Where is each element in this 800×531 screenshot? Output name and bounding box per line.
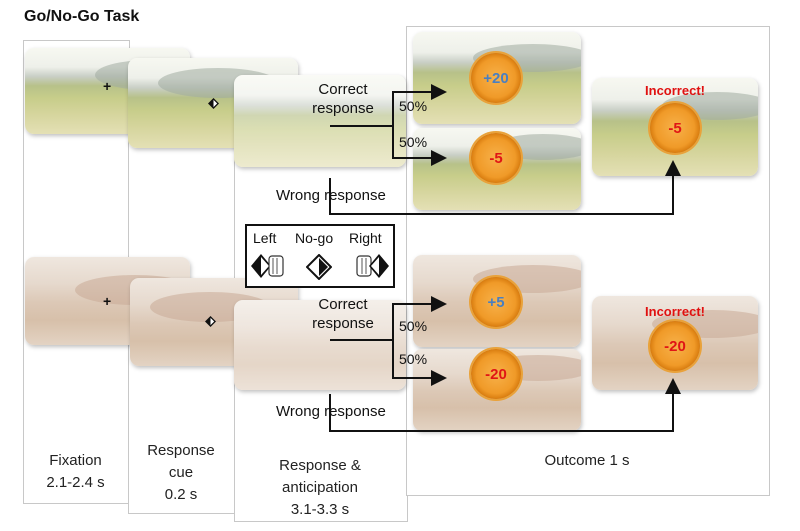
arrow-top-loss bbox=[392, 126, 447, 166]
coin-top-win: +20 bbox=[471, 53, 521, 103]
outcome-label: Outcome 1 s bbox=[544, 452, 630, 469]
fixation-cross-top: + bbox=[103, 78, 112, 94]
arrow-top-wrong bbox=[329, 160, 681, 215]
arrow-bottom-win bbox=[392, 296, 447, 340]
response-anticipation-label: Response & anticipation 3.1-3.3 s bbox=[279, 457, 361, 518]
fixation-label: Fixation 2.1-2.4 s bbox=[46, 452, 105, 491]
diamond-cue-icon bbox=[208, 98, 219, 109]
prob-top-lower: 50% bbox=[399, 134, 428, 150]
incorrect-label-top: Incorrect! bbox=[645, 83, 705, 98]
coin-top-loss: -5 bbox=[471, 133, 521, 183]
legend-nogo-label: No-go bbox=[295, 230, 334, 246]
nogo-cue-icon bbox=[306, 254, 332, 280]
anticipation-scene-top bbox=[234, 75, 406, 167]
response-legend: Left No-go Right bbox=[245, 224, 395, 288]
coin-bottom-incorrect: -20 bbox=[650, 321, 700, 371]
prob-top-upper: 50% bbox=[399, 98, 428, 114]
legend-left-label: Left bbox=[253, 230, 277, 246]
arrow-bottom-loss bbox=[392, 340, 447, 386]
arrow-top-win bbox=[392, 84, 447, 126]
incorrect-label-bottom: Incorrect! bbox=[645, 304, 705, 319]
right-hand-cue-icon bbox=[356, 254, 389, 278]
correct-response-bottom: Correct response bbox=[312, 296, 374, 332]
coin-bottom-loss: -20 bbox=[471, 349, 521, 399]
prob-bottom-upper: 50% bbox=[399, 318, 428, 334]
fixation-cross-bottom: + bbox=[103, 293, 112, 309]
arrow-bottom-wrong bbox=[329, 378, 681, 432]
coin-top-incorrect: -5 bbox=[650, 103, 700, 153]
legend-right-label: Right bbox=[349, 230, 382, 246]
diamond-cue-icon bbox=[205, 316, 216, 327]
figure-title: Go/No-Go Task bbox=[24, 8, 140, 25]
anticipation-scene-bottom bbox=[234, 300, 406, 390]
response-cue-label: Response cue 0.2 s bbox=[147, 442, 215, 503]
correct-response-top: Correct response bbox=[312, 81, 374, 117]
coin-bottom-win: +5 bbox=[471, 277, 521, 327]
left-hand-cue-icon bbox=[251, 254, 284, 278]
prob-bottom-lower: 50% bbox=[399, 351, 428, 367]
